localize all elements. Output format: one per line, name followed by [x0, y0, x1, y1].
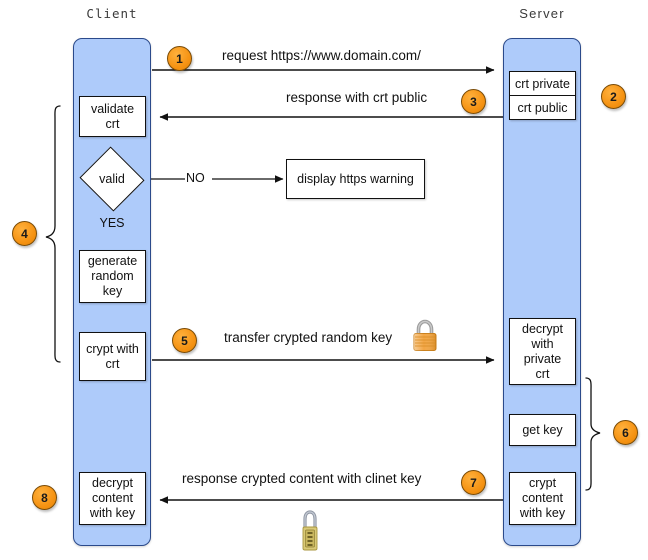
display-https-warning-box: display https warning — [286, 159, 425, 199]
actor-label-client: Client — [86, 6, 138, 21]
generate-line2: random — [91, 269, 134, 283]
message-label-7: response crypted content with clinet key — [182, 471, 422, 486]
client-step-crypt-with-crt: crypt with crt — [79, 332, 146, 381]
server-crypt-line3: with key — [519, 506, 566, 520]
generate-line1: generate — [87, 254, 138, 268]
padlock-icon — [409, 318, 441, 354]
step-badge-1[interactable]: 1 — [167, 46, 192, 71]
server-step-get-key: get key — [509, 414, 576, 446]
branch-label-yes: YES — [99, 216, 125, 230]
step-badge-2[interactable]: 2 — [601, 84, 626, 109]
server-decrypt-line4: crt — [535, 366, 550, 381]
branch-label-no: NO — [186, 171, 205, 185]
client-decision-valid: valid — [79, 146, 145, 212]
crypt-with-crt-line2: crt — [105, 356, 120, 371]
message-label-3: response with crt public — [286, 90, 428, 105]
message-label-1: request https://www.domain.com/ — [222, 48, 421, 63]
get-key-label: get key — [522, 422, 563, 437]
server-crt-store: crt private crt public — [509, 71, 576, 120]
warning-box-label: display https warning — [297, 171, 414, 186]
server-decrypt-line1: decrypt — [522, 321, 563, 336]
step-badge-4[interactable]: 4 — [12, 221, 37, 246]
validate-crt-line1: validate — [90, 101, 135, 116]
generate-line3: key — [102, 284, 123, 298]
step-badge-7[interactable]: 7 — [461, 470, 486, 495]
server-crypt-line1: crypt — [528, 476, 557, 490]
server-decrypt-line2: with — [531, 336, 554, 351]
server-step-crypt-content-with-key: crypt content with key — [509, 472, 576, 525]
actor-label-server: Server — [519, 6, 565, 21]
client-step-decrypt-content-with-key: decrypt content with key — [79, 472, 146, 525]
crt-public-cell: crt public — [510, 95, 575, 119]
crypt-with-crt-line1: crypt with — [86, 341, 139, 356]
server-step-decrypt-with-private-crt: decrypt with private crt — [509, 318, 576, 385]
diamond-label: valid — [99, 172, 125, 186]
client-decrypt-line2: content — [91, 491, 133, 505]
combination-padlock-icon — [297, 506, 323, 554]
message-label-5: transfer crypted random key — [224, 330, 393, 345]
step-badge-5[interactable]: 5 — [172, 328, 197, 353]
server-decrypt-line3: private — [523, 351, 562, 366]
step-badge-3[interactable]: 3 — [461, 89, 486, 114]
server-crypt-line2: content — [521, 491, 563, 505]
validate-crt-line2: crt — [105, 116, 120, 131]
client-step-generate-random-key: generate random key — [79, 250, 146, 303]
server-lifeline — [503, 38, 581, 546]
client-decrypt-line1: decrypt — [92, 476, 133, 490]
step-badge-6[interactable]: 6 — [613, 420, 638, 445]
crt-private-cell: crt private — [515, 76, 570, 91]
client-step-validate-crt: validate crt — [79, 96, 146, 137]
client-decrypt-line3: with key — [89, 506, 136, 520]
step-badge-8[interactable]: 8 — [32, 485, 57, 510]
